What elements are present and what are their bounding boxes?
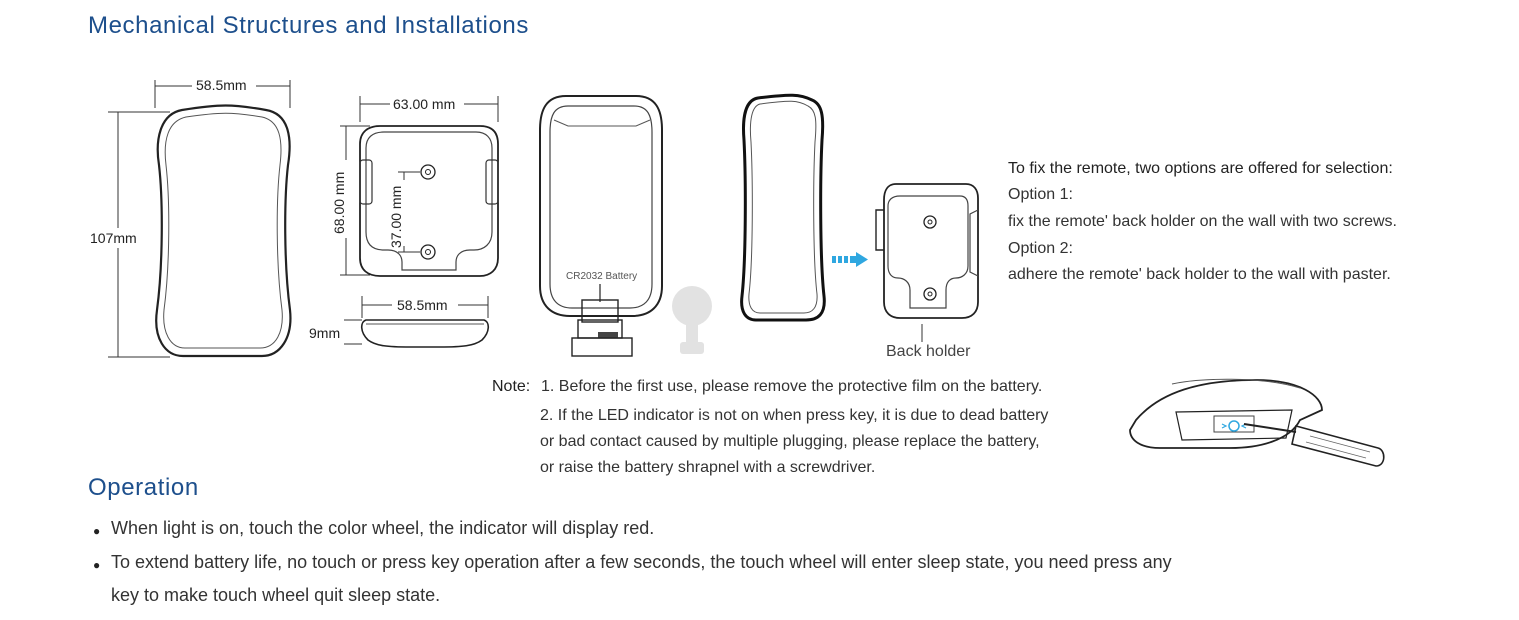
front-width-dimension: 58.5mm [196, 77, 247, 93]
note-line-2: 2. If the LED indicator is not on when p… [540, 407, 1049, 424]
option1-text: fix the remote' back holder on the wall … [1008, 213, 1397, 230]
thickness-dimension: 9mm [309, 325, 341, 341]
operation-bullet-2-continued: key to make touch wheel quit sleep state… [111, 585, 441, 605]
section-title-mechanical: Mechanical Structures and Installations [88, 12, 529, 39]
bullet-icon: ● [93, 558, 101, 572]
operation-bullet-1: When light is on, touch the color wheel,… [111, 518, 655, 538]
note-label: Note: [492, 378, 531, 395]
back-holder-label: Back holder [886, 343, 971, 360]
section-title-operation: Operation [88, 474, 199, 501]
side-width-dimension: 58.5mm [397, 297, 448, 313]
bullet-icon: ● [93, 524, 101, 538]
operation-bullet-2: To extend battery life, no touch or pres… [111, 552, 1172, 572]
note-line-1: 1. Before the first use, please remove t… [541, 378, 1043, 395]
option1-title: Option 1: [1008, 186, 1073, 203]
front-height-dimension: 107mm [90, 230, 137, 246]
fix-heading: To fix the remote, two options are offer… [1008, 160, 1393, 177]
battery-label: CR2032 Battery [566, 271, 638, 282]
holder-width-dimension: 63.00 mm [393, 96, 456, 112]
note-line-4: or raise the battery shrapnel with a scr… [540, 459, 876, 476]
note-line-3: or bad contact caused by multiple pluggi… [540, 433, 1040, 450]
option2-title: Option 2: [1008, 240, 1073, 257]
option2-text: adhere the remote' back holder to the wa… [1008, 266, 1391, 283]
